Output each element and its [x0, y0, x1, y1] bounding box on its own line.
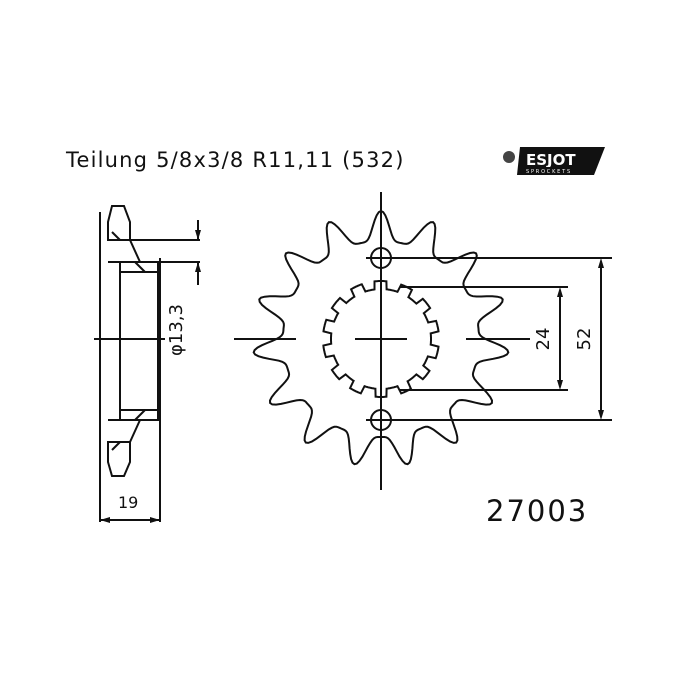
esjot-logo: ESJOT SPROCKETS — [500, 145, 610, 183]
part-number: 27003 — [486, 494, 589, 528]
dim-width-label: 19 — [118, 493, 138, 512]
drawing-title: Teilung 5/8x3/8 R11,11 (532) — [66, 148, 405, 172]
dim-bore-label: φ13,3 — [166, 304, 187, 356]
dim-52-label: 52 — [574, 328, 595, 351]
logo-subtext: SPROCKETS — [526, 169, 572, 175]
logo-dot-icon — [503, 151, 515, 163]
logo-brand: ESJOT — [526, 151, 576, 169]
dim-24-label: 24 — [533, 328, 554, 351]
side-view — [94, 205, 200, 522]
